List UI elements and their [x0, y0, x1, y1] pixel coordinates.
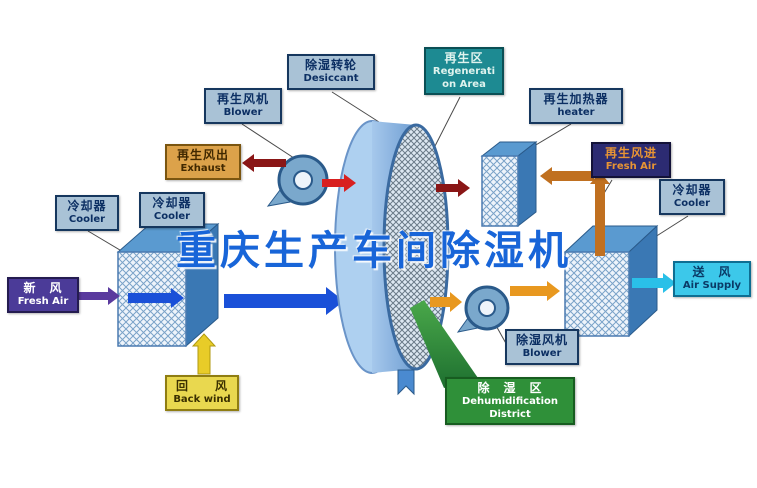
label-regen-air-in-zh: 再生风进	[604, 146, 657, 160]
label-regen-area-en: Regenerati on Area	[432, 66, 496, 90]
label-cooler-right-en: Cooler	[673, 198, 711, 209]
label-dehumid-blower-en: Blower	[522, 348, 562, 359]
label-fresh-air-zh: 新 风	[23, 281, 63, 295]
label-regen-air-in: 再生风进 Fresh Air	[591, 142, 671, 178]
arrow-supply-air	[632, 273, 676, 293]
label-cooler-right-zh: 冷却器	[672, 183, 712, 197]
label-regen-blower-zh: 再生风机	[216, 92, 269, 106]
label-dehumid-district-zh: 除 湿 区	[477, 381, 543, 395]
label-regen-blower: 再生风机 Blower	[204, 88, 282, 124]
arrow-fresh-air	[78, 287, 120, 305]
label-regen-heater-en: heater	[557, 107, 595, 118]
label-cooler-left-inner-en: Cooler	[153, 211, 191, 222]
label-back-wind-zh: 回 风	[175, 379, 228, 393]
label-dehumid-district: 除 湿 区 Dehumidification District	[445, 377, 575, 425]
diagram-title: 重庆生产车间除湿机	[176, 228, 572, 274]
arrow-regen-to-wheel	[436, 179, 470, 197]
label-regen-heater-zh: 再生加热器	[543, 92, 609, 106]
arrow-process-blue-2	[224, 287, 344, 315]
label-regen-area-zh: 再生区	[444, 51, 484, 65]
arrow-dry-air-1	[430, 292, 462, 312]
label-dehumid-blower: 除湿风机 Blower	[505, 329, 579, 365]
dehumid-fan	[456, 285, 510, 333]
label-dehumid-blower-zh: 除湿风机	[515, 333, 568, 347]
label-desiccant-wheel: 除湿转轮 Desiccant	[287, 54, 375, 90]
arrow-regen-left	[540, 167, 594, 185]
arrow-regen-hot	[322, 174, 356, 192]
wheel-bottom-ribbon	[397, 369, 415, 396]
label-exhaust: 再生风出 Exhaust	[165, 144, 241, 180]
dehumid-zone-wedge	[410, 300, 478, 388]
arrow-regen-exhaust	[242, 154, 286, 172]
label-regen-area: 再生区 Regenerati on Area	[424, 47, 504, 95]
label-fresh-air: 新 风 Fresh Air	[7, 277, 79, 313]
label-cooler-left-inner: 冷却器 Cooler	[139, 192, 205, 228]
label-desiccant-wheel-zh: 除湿转轮	[304, 58, 357, 72]
label-regen-air-in-en: Fresh Air	[605, 161, 657, 172]
label-back-wind: 回 风 Back wind	[165, 375, 239, 411]
label-cooler-left-outer: 冷却器 Cooler	[55, 195, 119, 231]
label-air-supply-zh: 送 风	[692, 265, 732, 279]
label-air-supply: 送 风 Air Supply	[673, 261, 751, 297]
arrow-dry-air-2	[510, 281, 560, 301]
label-regen-blower-en: Blower	[223, 107, 263, 118]
label-cooler-left-outer-zh: 冷却器	[67, 199, 107, 213]
regen-heater-unit	[480, 140, 538, 228]
label-fresh-air-en: Fresh Air	[17, 296, 69, 307]
label-cooler-left-inner-zh: 冷却器	[152, 196, 192, 210]
arrow-process-blue-1	[128, 288, 184, 308]
label-cooler-right: 冷却器 Cooler	[659, 179, 725, 215]
label-back-wind-en: Back wind	[173, 394, 231, 405]
label-exhaust-en: Exhaust	[180, 163, 226, 174]
label-dehumid-district-en2: District	[489, 408, 531, 420]
arrow-return-air	[191, 333, 217, 375]
arrow-regen-up	[590, 172, 610, 256]
label-air-supply-en: Air Supply	[682, 280, 742, 291]
label-exhaust-zh: 再生风出	[176, 148, 229, 162]
label-desiccant-wheel-en: Desiccant	[303, 73, 359, 84]
label-dehumid-district-en1: Dehumidification	[461, 396, 559, 407]
label-cooler-left-outer-en: Cooler	[68, 214, 106, 225]
label-regen-heater: 再生加热器 heater	[529, 88, 623, 124]
